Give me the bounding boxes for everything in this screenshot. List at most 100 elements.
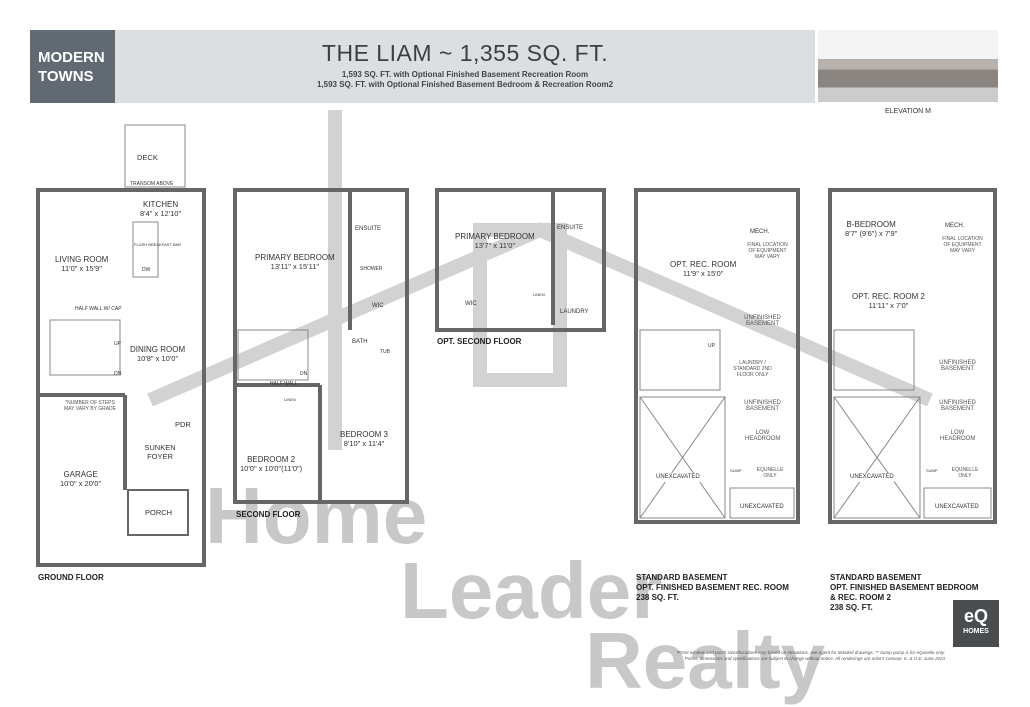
dn-label: DN bbox=[300, 371, 308, 377]
b2-cap2: OPT. FINISHED BASEMENT BEDROOM bbox=[830, 583, 979, 592]
watermark-home: Home bbox=[205, 471, 428, 560]
final-location2-note: FINAL LOCATION OF EQUIPMENT MAY VARY bbox=[942, 236, 983, 254]
opt-laundry-label: LAUNDRY bbox=[560, 309, 589, 315]
unexcavated-label: UNEXCAVATED bbox=[656, 473, 700, 482]
opt-primary-dim: 13'7" x 11'0" bbox=[474, 241, 516, 250]
logo-homes: HOMES bbox=[963, 628, 989, 635]
b1-cap3: 238 SQ. FT. bbox=[636, 593, 679, 602]
wic-label: WIC bbox=[372, 303, 384, 309]
steps-note: *NUMBER OF STEPS MAY VARY BY GRADE bbox=[64, 400, 116, 412]
garage-dim: 10'0" x 20'0" bbox=[60, 479, 102, 488]
dn-label: DN bbox=[114, 371, 122, 377]
bbed-name: B-BEDROOM bbox=[846, 220, 896, 229]
up-label: UP bbox=[114, 341, 121, 347]
shower-label: SHOWER bbox=[360, 266, 383, 272]
subtitle-2: 1,593 SQ. FT. with Optional Finished Bas… bbox=[316, 80, 614, 89]
ensuite-label: ENSUITE bbox=[355, 226, 382, 232]
dining-dim: 10'8" x 10'0" bbox=[136, 354, 179, 363]
ground-floor-outline bbox=[36, 188, 206, 567]
halfwall-label: HALF WALL W/ CAP bbox=[75, 306, 122, 312]
unexcavated-b2-label: UNEXCAVATED bbox=[850, 473, 894, 482]
deck-label: DECK bbox=[137, 153, 158, 162]
laundry-note: LAUNDRY / STANDARD 2ND FLOOR ONLY bbox=[733, 360, 772, 378]
rec-name: OPT. REC. ROOM bbox=[670, 260, 737, 269]
mech-label: MECH. bbox=[750, 229, 770, 235]
transom-label: TRANSOM ABOVE bbox=[130, 181, 174, 187]
ground-floor-caption: GROUND FLOOR bbox=[38, 573, 104, 582]
header-band bbox=[115, 30, 815, 103]
brand-line1: MODERN bbox=[38, 49, 105, 66]
b2-cap4: 238 SQ. FT. bbox=[830, 603, 873, 612]
disclaimer-2: Prices, dimensions and specifications ar… bbox=[684, 656, 945, 661]
unexcavated2-b2-label: UNEXCAVATED bbox=[935, 504, 979, 510]
bed2-dim: 10'0" x 10'0"(11'0") bbox=[240, 464, 303, 473]
tub-label: TUB bbox=[380, 349, 390, 355]
low-headroom2-label: LOW HEADROOM bbox=[940, 430, 976, 442]
b2-cap1: STANDARD BASEMENT bbox=[830, 573, 922, 582]
porch-label: PORCH bbox=[145, 508, 173, 517]
watermark-realty: Realty bbox=[585, 616, 826, 705]
disclaimer: *Front window and porch sizes/locations … bbox=[600, 650, 945, 662]
basement2-outline bbox=[828, 188, 997, 524]
kitchen-name: KITCHEN bbox=[143, 200, 179, 209]
b1-cap2: OPT. FINISHED BASEMENT REC. ROOM bbox=[636, 583, 789, 592]
bed3-dim: 8'10" x 11'4" bbox=[343, 439, 385, 448]
linen-label: LINEN bbox=[284, 397, 296, 402]
rec2-name: OPT. REC. ROOM 2 bbox=[852, 292, 925, 301]
rec2-dim: 11'11" x 7'0" bbox=[868, 301, 909, 310]
dining-name: DINING ROOM bbox=[130, 345, 186, 354]
sump2-label: SUMP bbox=[926, 468, 938, 473]
equnelle-label: EQUNELLE ONLY bbox=[756, 467, 784, 479]
primary-dim: 13'11" x 15'11" bbox=[270, 262, 320, 271]
opt-wic-label: WIC bbox=[465, 301, 477, 307]
equnelle2-label: EQUNELLE ONLY bbox=[951, 467, 979, 479]
bed3-name: BEDROOM 3 bbox=[340, 430, 389, 439]
brand-line2: TOWNS bbox=[38, 68, 94, 85]
b1-cap1: STANDARD BASEMENT bbox=[636, 573, 728, 582]
sump-label: SUMP bbox=[730, 468, 742, 473]
opt-linen-label: LINEN bbox=[533, 292, 545, 297]
breakfast-bar-label: FLUSH BREAKFAST BAR bbox=[134, 242, 182, 247]
halfwall-label: HALF WALL bbox=[270, 381, 298, 387]
eq-homes-logo: eQ HOMES bbox=[953, 600, 999, 647]
pdr-label: PDR bbox=[175, 420, 191, 429]
opt-primary-name: PRIMARY BEDROOM bbox=[455, 232, 535, 241]
dw-label: DW bbox=[142, 267, 151, 273]
unfinished-b2-label: UNFINISHED BASEMENT bbox=[939, 360, 976, 372]
kitchen-dim: 8'4" x 12'10" bbox=[140, 209, 182, 218]
bbed-dim: 8'7" (9'6") x 7'9" bbox=[845, 229, 898, 238]
living-dim: 11'0" x 15'9" bbox=[61, 264, 102, 273]
logo-eq: eQ bbox=[963, 606, 988, 626]
modern-towns-badge: MODERN TOWNS bbox=[30, 30, 115, 103]
page-title: THE LIAM ~ 1,355 SQ. FT. bbox=[321, 40, 609, 66]
unexcavated2-label: UNEXCAVATED bbox=[740, 504, 784, 510]
unfinished-label: UNFINISHED BASEMENT bbox=[744, 315, 781, 327]
up-label: UP bbox=[708, 343, 715, 349]
unfinished2-label: UNFINISHED BASEMENT bbox=[744, 400, 781, 412]
opt-second-outline bbox=[435, 188, 606, 332]
watermark-leader: Leader bbox=[400, 546, 663, 635]
disclaimer-1: *Front window and porch sizes/locations … bbox=[676, 650, 945, 655]
opt-second-caption: OPT. SECOND FLOOR bbox=[437, 337, 522, 346]
second-floor-caption: SECOND FLOOR bbox=[236, 510, 301, 519]
bath-label: BATH bbox=[352, 339, 368, 345]
mech2-label: MECH. bbox=[945, 223, 965, 229]
unfinished2-b2-label: UNFINISHED BASEMENT bbox=[939, 400, 976, 412]
elevation-image bbox=[818, 30, 998, 102]
living-name: LIVING ROOM bbox=[55, 255, 109, 264]
opt-ensuite-label: ENSUITE bbox=[557, 225, 584, 231]
bed2-name: BEDROOM 2 bbox=[247, 455, 296, 464]
